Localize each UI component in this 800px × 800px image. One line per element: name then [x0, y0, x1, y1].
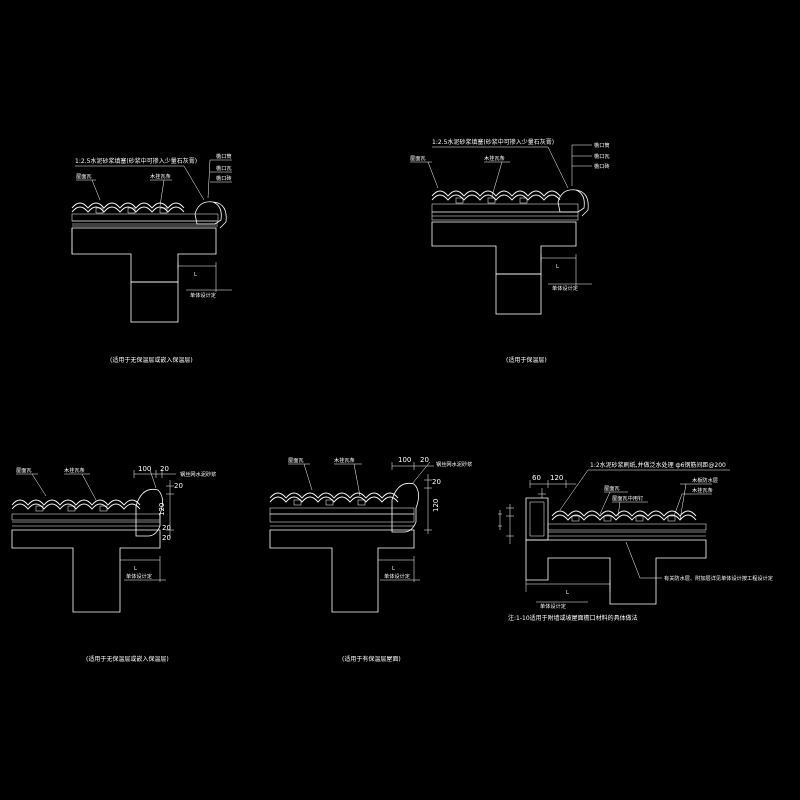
detail-1-top-note: 1:2.5水泥砂浆填塞(砂浆中可掺入少量石灰膏)	[75, 157, 197, 165]
detail-5-label-2: 木板防水层	[692, 476, 718, 484]
detail-5-dim-1: 120	[550, 474, 563, 482]
detail-1-caption: (适用于无保温层或嵌入保温层)	[110, 356, 193, 364]
detail-3-dim-2: 20	[174, 482, 183, 490]
detail-2-label-3: 檐口瓦	[594, 152, 610, 160]
detail-1-label-4: 檐口砖	[216, 174, 232, 182]
detail-4: 100 20 20 120 L 单体设计定 屋面瓦 木挂瓦条 钢丝网水泥砂浆 (…	[269, 456, 472, 663]
detail-5-label-1: 屋面瓦中用钉	[612, 494, 643, 502]
detail-2-label-4: 檐口砖	[594, 162, 610, 170]
detail-5-label-3: 木挂瓦条	[692, 486, 713, 494]
detail-4-label-1: 木挂瓦条	[334, 456, 355, 464]
detail-4-dim-letter: L	[392, 566, 395, 572]
detail-3-dim-letter: L	[134, 566, 137, 572]
detail-4-dim-note: 单体设计定	[384, 572, 410, 580]
detail-1-dim-note: 单体设计定	[190, 291, 216, 299]
detail-5-dim-note: 单体设计定	[540, 602, 566, 610]
detail-2-top-note: 1:2.5水泥砂浆填塞(砂浆中可掺入少量石灰膏)	[432, 138, 554, 146]
detail-4-dim-0: 100	[398, 456, 411, 464]
detail-1-label-3: 檐口瓦	[216, 164, 232, 172]
detail-2-label-0: 屋面瓦	[410, 155, 426, 162]
detail-3-caption: (适用于无保温层或嵌入保温层)	[86, 655, 169, 663]
detail-5-section	[498, 480, 707, 605]
detail-4-dim-1: 20	[420, 456, 429, 464]
detail-5-label-0: 屋面瓦	[604, 485, 620, 492]
detail-3-section	[11, 470, 176, 613]
detail-4-label-0: 屋面瓦	[288, 457, 304, 464]
detail-3-label-0: 屋面瓦	[16, 467, 32, 474]
detail-2: L 单体设计定 1:2.5水泥砂浆填塞(砂浆中可掺入少量石灰膏) 屋面瓦 木挂瓦…	[410, 138, 610, 364]
detail-3-dim-1: 20	[160, 465, 169, 473]
detail-5-top-note: 1:2水泥砂浆刷纸,并做泛水处理 ф6钢筋间距@200	[590, 461, 726, 469]
detail-3-dim-4: 20	[162, 524, 171, 532]
detail-3-dim-note: 单体设计定	[126, 572, 152, 580]
detail-5-caption: 注:1-10适用于附墙或坡屋面檐口材料的具体做法	[508, 614, 638, 622]
detail-5: 60 120 L 单体设计定 1:2水泥砂浆刷纸,并做泛水处理 ф6钢筋间距@2…	[498, 461, 773, 622]
detail-2-section	[431, 189, 592, 315]
detail-2-caption: (适用于保温层)	[506, 356, 547, 364]
detail-4-label-2: 钢丝网水泥砂浆	[436, 460, 472, 468]
detail-4-dim-2: 20	[432, 478, 441, 486]
detail-4-caption: (适用于有保温层屋面)	[342, 655, 401, 663]
detail-1-label-2: 檐口筒	[216, 152, 232, 160]
detail-3: 100 20 20 120 20 20 L 单体设计定 屋面瓦 木挂瓦条 钢丝网…	[11, 465, 216, 663]
detail-5-dim-0: 60	[532, 474, 541, 482]
detail-4-dim-3: 120	[432, 499, 440, 512]
detail-5-label-4: 有关防水层、附加层详见单体设计按工程设计定	[664, 574, 773, 582]
detail-3-label-1: 木挂瓦条	[64, 466, 85, 474]
detail-2-dim-letter: L	[556, 264, 559, 270]
detail-1-label-0: 屋面瓦	[76, 173, 92, 180]
detail-4-section	[269, 462, 434, 613]
detail-2-dim-note: 单体设计定	[552, 284, 578, 292]
detail-3-dim-3: 120	[158, 503, 166, 516]
detail-1-section	[71, 201, 232, 323]
detail-5-dim-letter: L	[566, 590, 569, 596]
detail-2-label-2: 檐口筒	[594, 141, 610, 149]
detail-1-dim-letter: L	[194, 272, 197, 278]
detail-3-label-2: 钢丝网水泥砂浆	[180, 470, 216, 478]
detail-2-label-1: 木挂瓦条	[484, 154, 505, 162]
detail-3-dim-0: 100	[138, 465, 151, 473]
detail-1: L 单体设计定 1:2.5水泥砂浆填塞(砂浆中可掺入少量石灰膏) 屋面瓦 木挂瓦…	[71, 152, 232, 364]
detail-1-label-1: 木挂瓦条	[150, 172, 171, 180]
detail-3-dim-5: 20	[162, 534, 171, 542]
